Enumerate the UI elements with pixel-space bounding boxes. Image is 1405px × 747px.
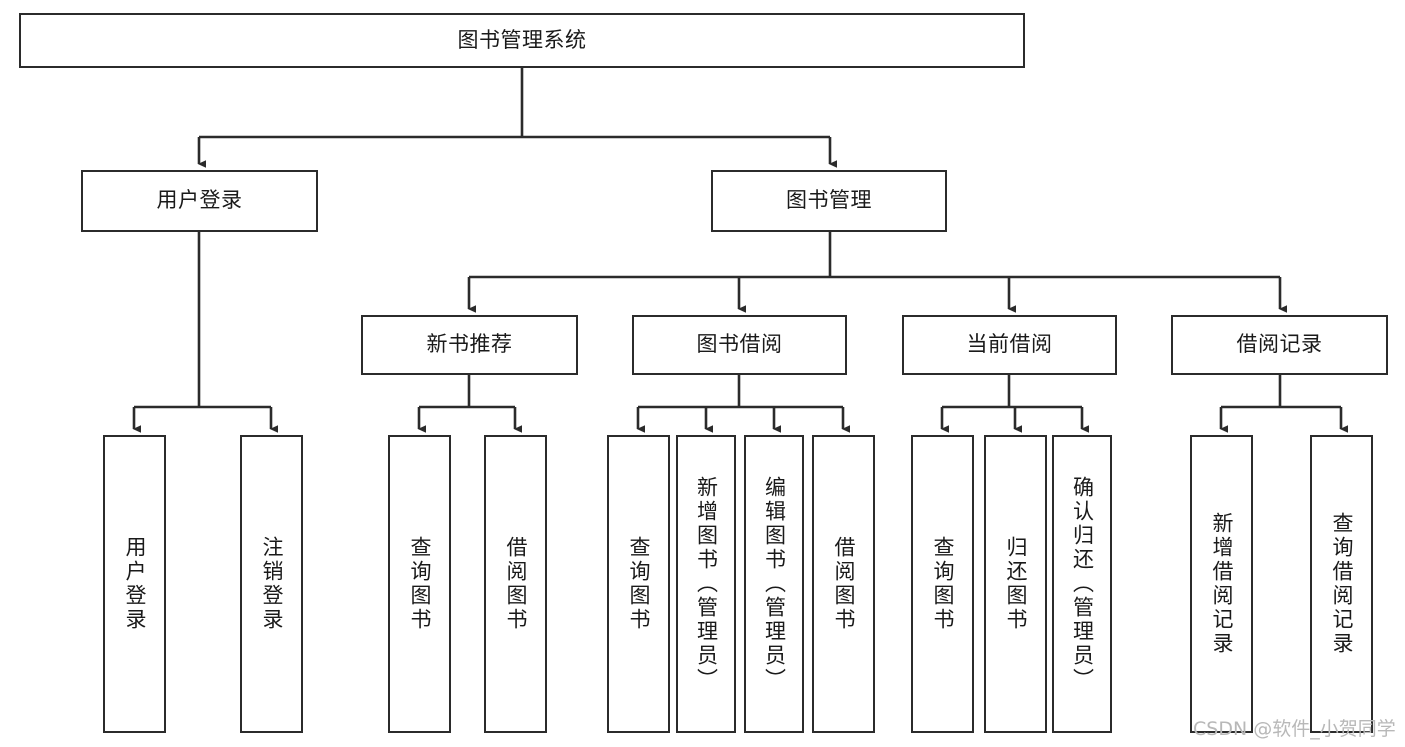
- node-leaf-add-borrow-record-label: 新增借阅记录: [1210, 512, 1234, 656]
- node-leaf-query-book-label: 查询图书: [627, 536, 651, 632]
- node-leaf-logout-label: 注销登录: [260, 536, 284, 632]
- node-leaf-return-book-label: 归还图书: [1004, 536, 1028, 632]
- node-leaf-query-borrow-record[interactable]: 查询借阅记录: [1310, 435, 1373, 733]
- csdn-watermark: CSDN @软件_小贺同学: [1193, 718, 1396, 740]
- node-borrow-records-label: 借阅记录: [1236, 332, 1323, 357]
- node-leaf-borrow-book-label: 借阅图书: [832, 536, 856, 632]
- node-book-borrow-label: 图书借阅: [696, 332, 783, 357]
- node-root-system[interactable]: 图书管理系统: [19, 13, 1025, 68]
- node-leaf-query-book-new-label: 查询图书: [408, 536, 432, 632]
- node-leaf-edit-book-admin[interactable]: 编辑图书（管理员）: [744, 435, 804, 733]
- node-leaf-borrow-book-new[interactable]: 借阅图书: [484, 435, 547, 733]
- node-root-system-label: 图书管理系统: [457, 27, 587, 52]
- node-new-book-recommend[interactable]: 新书推荐: [361, 315, 578, 375]
- node-book-management-label: 图书管理: [786, 188, 872, 213]
- node-book-borrow[interactable]: 图书借阅: [632, 315, 847, 375]
- node-leaf-confirm-return-admin[interactable]: 确认归还（管理员）: [1052, 435, 1112, 733]
- node-leaf-add-book-admin-label: 新增图书（管理员）: [694, 476, 719, 692]
- node-leaf-logout[interactable]: 注销登录: [240, 435, 303, 733]
- node-user-login[interactable]: 用户登录: [81, 170, 318, 232]
- node-new-book-recommend-label: 新书推荐: [426, 332, 513, 357]
- node-leaf-query-book-new[interactable]: 查询图书: [388, 435, 451, 733]
- node-leaf-query-borrow-record-label: 查询借阅记录: [1330, 512, 1354, 656]
- node-leaf-user-login-label: 用户登录: [123, 536, 147, 632]
- node-leaf-confirm-return-admin-label: 确认归还（管理员）: [1070, 476, 1095, 692]
- node-leaf-return-book[interactable]: 归还图书: [984, 435, 1047, 733]
- node-borrow-records[interactable]: 借阅记录: [1171, 315, 1388, 375]
- node-leaf-borrow-book-new-label: 借阅图书: [504, 536, 528, 632]
- node-leaf-borrow-book[interactable]: 借阅图书: [812, 435, 875, 733]
- node-user-login-label: 用户登录: [156, 188, 243, 213]
- node-current-borrow[interactable]: 当前借阅: [902, 315, 1117, 375]
- node-current-borrow-label: 当前借阅: [966, 332, 1053, 357]
- node-leaf-user-login[interactable]: 用户登录: [103, 435, 166, 733]
- node-leaf-add-borrow-record[interactable]: 新增借阅记录: [1190, 435, 1253, 733]
- node-leaf-query-book-current[interactable]: 查询图书: [911, 435, 974, 733]
- node-leaf-edit-book-admin-label: 编辑图书（管理员）: [762, 476, 787, 692]
- node-book-management[interactable]: 图书管理: [711, 170, 947, 232]
- node-leaf-add-book-admin[interactable]: 新增图书（管理员）: [676, 435, 736, 733]
- node-leaf-query-book-current-label: 查询图书: [931, 536, 955, 632]
- node-leaf-query-book[interactable]: 查询图书: [607, 435, 670, 733]
